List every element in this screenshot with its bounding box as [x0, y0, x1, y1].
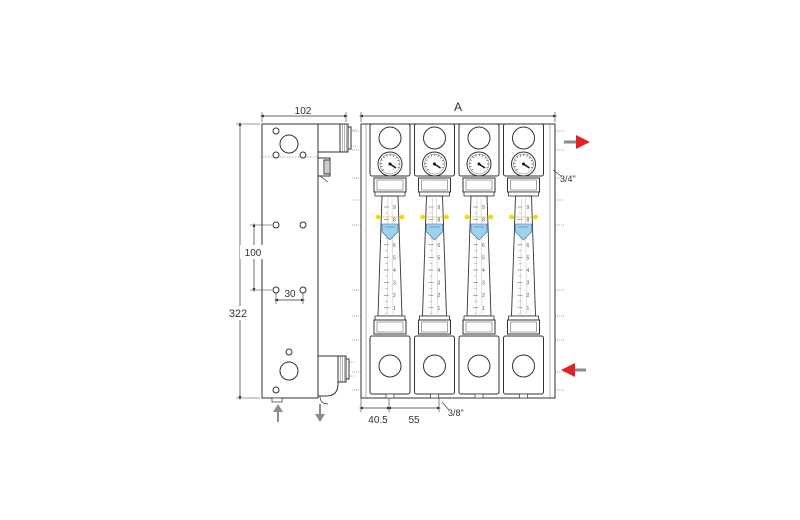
- flow-tube: [377, 195, 403, 317]
- side-valve: [317, 157, 331, 183]
- bottom-connector: [519, 393, 528, 399]
- top-port-circle: [378, 126, 402, 150]
- side-view: 102 322 100 30: [224, 106, 356, 422]
- scale-label: 2: [527, 293, 530, 299]
- bottom-connector: [430, 393, 439, 399]
- scale-label: 8: [393, 218, 396, 224]
- flowmeter-units: 987654321987654321987654321987654321: [369, 123, 544, 399]
- side-outlet-arrow: [315, 404, 325, 422]
- dim-total-height: 322: [229, 308, 247, 320]
- scale-label: 5: [393, 255, 396, 261]
- side-holes: [272, 127, 307, 394]
- scale-label: 8: [482, 218, 485, 224]
- bottom-connector: [385, 393, 395, 399]
- flow-float: [426, 223, 443, 241]
- top-port-circle: [512, 126, 535, 150]
- side-inlet-arrow: [273, 404, 283, 422]
- scale-label: 8: [438, 218, 441, 224]
- dim-overall-width: A: [454, 100, 462, 114]
- front-view: 987654321987654321987654321987654321 3/4…: [352, 100, 590, 426]
- flow-tube: [422, 195, 447, 317]
- flow-tube: [511, 195, 536, 317]
- scale-label: 6: [438, 243, 441, 249]
- scale-label: 2: [482, 293, 485, 299]
- flowmeter-unit: 987654321: [458, 123, 500, 399]
- scale-label: 6: [482, 243, 485, 249]
- scale-label: 8: [527, 218, 530, 224]
- scale-label: 3: [438, 281, 441, 287]
- front-side-marks: [352, 130, 564, 391]
- scale-label: 6: [527, 243, 530, 249]
- scale-label: 5: [482, 255, 485, 261]
- dim-hole-vertical: 100: [245, 248, 262, 259]
- flow-tube: [466, 195, 492, 317]
- scale-label: 5: [438, 255, 441, 261]
- scale-label: 4: [393, 268, 396, 274]
- side-bottom-fitting: [317, 355, 354, 405]
- flow-float: [515, 223, 532, 241]
- scale-label: 5: [527, 255, 530, 261]
- top-port-circle: [423, 126, 446, 150]
- top-port-circle: [467, 126, 491, 150]
- flow-float: [381, 223, 399, 241]
- scale-label: 1: [527, 306, 530, 312]
- flow-float: [470, 223, 488, 241]
- scale-label: 2: [438, 293, 441, 299]
- side-manifold-body: [261, 123, 319, 399]
- scale-label: 1: [393, 306, 396, 312]
- scale-label: 6: [393, 243, 396, 249]
- dim-pitch: 55: [408, 415, 420, 426]
- side-top-fitting: [317, 123, 356, 153]
- bottom-port-circle: [467, 354, 491, 378]
- scale-label: 3: [393, 281, 396, 287]
- bottom-connector: [474, 393, 484, 399]
- scale-label: 2: [393, 293, 396, 299]
- flowmeter-unit: 987654321: [503, 123, 544, 399]
- bottom-port-circle: [423, 354, 446, 378]
- scale-label: 1: [438, 306, 441, 312]
- scale-label: 3: [527, 281, 530, 287]
- flowmeter-unit: 987654321: [369, 123, 411, 399]
- dim-first-offset: 40.5: [368, 415, 388, 426]
- scale-label: 4: [438, 268, 441, 274]
- scale-label: 9: [527, 205, 530, 211]
- scale-label: 1: [482, 306, 485, 312]
- scale-label: 3: [482, 281, 485, 287]
- thread-outlet-label: 3/4": [560, 174, 576, 184]
- scale-label: 9: [482, 205, 485, 211]
- bottom-port-circle: [378, 354, 402, 378]
- inlet-flow-arrow: [561, 363, 586, 377]
- scale-label: 4: [527, 268, 530, 274]
- flowmeter-unit: 987654321: [414, 123, 455, 399]
- scale-label: 9: [393, 205, 396, 211]
- outlet-flow-arrow: [564, 135, 590, 149]
- scale-label: 9: [438, 205, 441, 211]
- dim-hole-horizontal: 30: [284, 289, 296, 300]
- scale-label: 4: [482, 268, 485, 274]
- dim-width-top: 102: [295, 106, 312, 117]
- thread-bottom-label: 3/8": [448, 408, 464, 418]
- bottom-port-circle: [512, 354, 535, 378]
